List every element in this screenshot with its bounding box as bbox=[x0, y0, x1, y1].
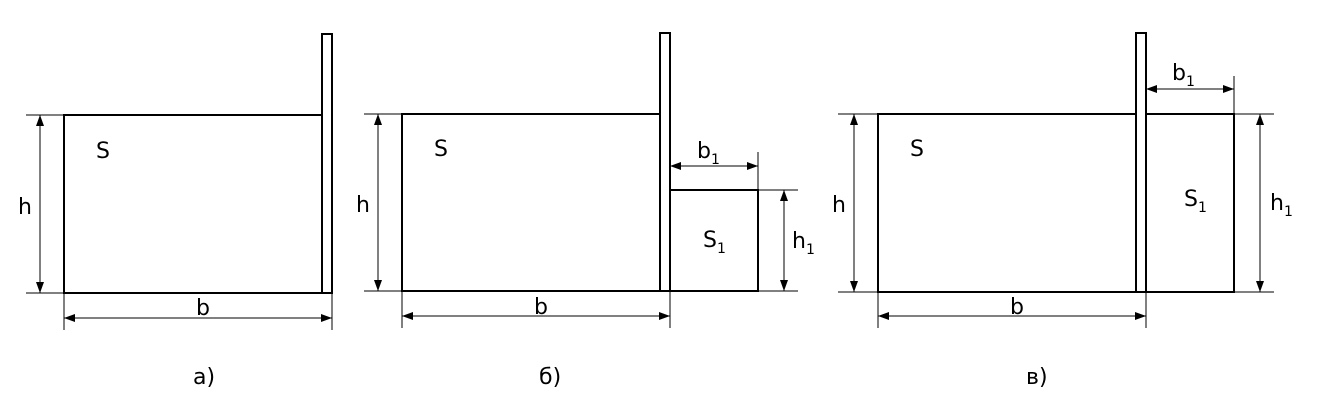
arrow-up bbox=[850, 114, 858, 125]
sub-height-label: h1 bbox=[792, 229, 815, 258]
height-label: h bbox=[356, 193, 370, 218]
arrow-up bbox=[36, 115, 44, 126]
sub-height-label: h1 bbox=[1270, 191, 1293, 220]
arrow-down bbox=[850, 281, 858, 292]
figure-caption: а) bbox=[193, 365, 215, 390]
figure-a: S h b а) bbox=[18, 33, 333, 390]
arrow-up bbox=[374, 114, 382, 125]
arrow-left bbox=[1146, 85, 1157, 93]
arrow-left bbox=[878, 312, 889, 320]
sub-area-label: S1 bbox=[1184, 187, 1207, 216]
figure-b: S S1 h b b1 h1 б) bbox=[356, 32, 815, 390]
arrow-down bbox=[1256, 281, 1264, 292]
wall bbox=[1135, 32, 1147, 293]
figure-v: S S1 h b b1 h1 в) bbox=[832, 32, 1293, 390]
height-label: h bbox=[18, 195, 32, 220]
width-label: b bbox=[196, 296, 210, 321]
sub-width-label: b1 bbox=[1172, 61, 1195, 90]
sub-area-rect bbox=[669, 189, 759, 292]
width-label: b bbox=[1010, 295, 1024, 320]
area-label: S bbox=[434, 137, 448, 162]
arrow-right bbox=[659, 312, 670, 320]
sub-area-label: S1 bbox=[703, 228, 726, 257]
sub-width-label: b1 bbox=[697, 139, 720, 168]
arrow-left bbox=[402, 312, 413, 320]
arrow-down bbox=[36, 282, 44, 293]
arrow-right bbox=[1135, 312, 1146, 320]
wall bbox=[321, 33, 333, 294]
height-label: h bbox=[832, 193, 846, 218]
arrow-right bbox=[747, 162, 758, 170]
sub-area-rect bbox=[1145, 113, 1235, 293]
arrow-left bbox=[64, 314, 75, 322]
arrow-down bbox=[780, 280, 788, 291]
arrow-up bbox=[780, 190, 788, 201]
arrow-left bbox=[670, 162, 681, 170]
arrow-right bbox=[1223, 85, 1234, 93]
arrow-up bbox=[1256, 114, 1264, 125]
width-label: b bbox=[534, 295, 548, 320]
arrow-right bbox=[321, 314, 332, 322]
figure-caption: в) bbox=[1026, 365, 1048, 390]
area-label: S bbox=[96, 139, 110, 164]
arrow-down bbox=[374, 280, 382, 291]
figure-caption: б) bbox=[539, 365, 561, 390]
area-label: S bbox=[910, 137, 924, 162]
wall bbox=[659, 32, 671, 292]
